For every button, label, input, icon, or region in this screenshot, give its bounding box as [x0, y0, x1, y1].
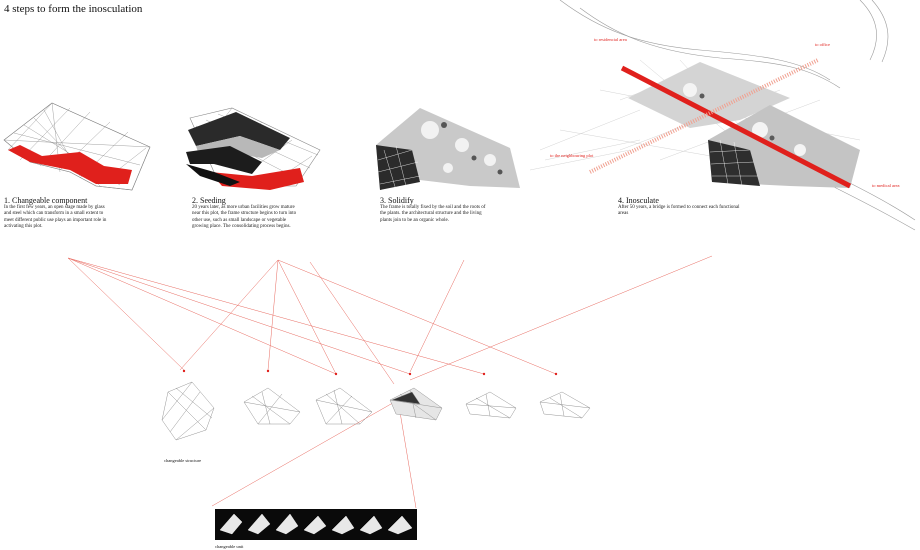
step3-text: 3. Solidify The frame is totally fixed b…	[380, 196, 550, 224]
inosculate-upper-mass	[628, 62, 790, 128]
step2-text: 2. Seeding 20 years later, as more urban…	[192, 196, 362, 231]
label-to-office: to office	[815, 42, 831, 47]
structure-variant-2	[243, 387, 301, 425]
step-desc-line: other use, such as small landscape or ve…	[192, 217, 287, 223]
seeding-slab-top	[188, 112, 290, 150]
seeding-slab-mid	[186, 146, 262, 174]
step-desc-line: meet different public use plays an impor…	[4, 217, 107, 223]
caption-changeable-unit: changeable unit	[215, 544, 244, 549]
step-desc-line: The frame is totally fixed by the soil a…	[380, 205, 486, 210]
changeable-component-red-floor	[8, 145, 132, 184]
structure-variant-1	[161, 381, 215, 441]
step-desc-line: and steel which can transform in a small…	[4, 211, 104, 217]
structure-variant-6	[539, 391, 591, 419]
page-title: 4 steps to form the inosculation	[4, 3, 143, 15]
step-desc-line: 20 years later, as more urban facilities…	[192, 205, 295, 210]
label-to-residential: to residencial area	[594, 37, 627, 42]
structure-variant-5	[465, 391, 517, 419]
step-desc-line: the plants. the architectural structure …	[380, 211, 482, 217]
step-title: 2. Seeding	[192, 196, 226, 205]
step4-text: 4. Inosculate After 50 years, a bridge i…	[618, 196, 818, 218]
step-desc-line: activating this plot.	[4, 224, 43, 230]
step-desc-line: growing place. The consolidating process…	[192, 224, 291, 230]
step-title: 1. Changeable component	[4, 196, 88, 205]
caption-changeable-structure: changeable structure	[164, 458, 202, 463]
step-desc-line: areas	[618, 211, 629, 217]
step-desc-line: near this plot, the frame structure begi…	[192, 211, 297, 217]
step-desc-line: After 50 years, a bridge is formed to co…	[618, 205, 740, 210]
structure-variant-3	[315, 387, 373, 425]
step-title: 4. Inosculate	[618, 196, 659, 205]
step1-text: 1. Changeable component In the first few…	[4, 196, 179, 231]
step-desc-line: In the first few years, an open stage ma…	[4, 205, 105, 210]
label-to-medical: to medical area	[872, 183, 900, 188]
step-desc-line: plants join to be an organic whole.	[380, 217, 449, 223]
bridge-red	[620, 65, 852, 189]
label-to-neighbouring: to the neighbouring plot	[550, 153, 594, 158]
step-title: 3. Solidify	[380, 196, 414, 205]
structure-variant-4	[389, 387, 443, 421]
